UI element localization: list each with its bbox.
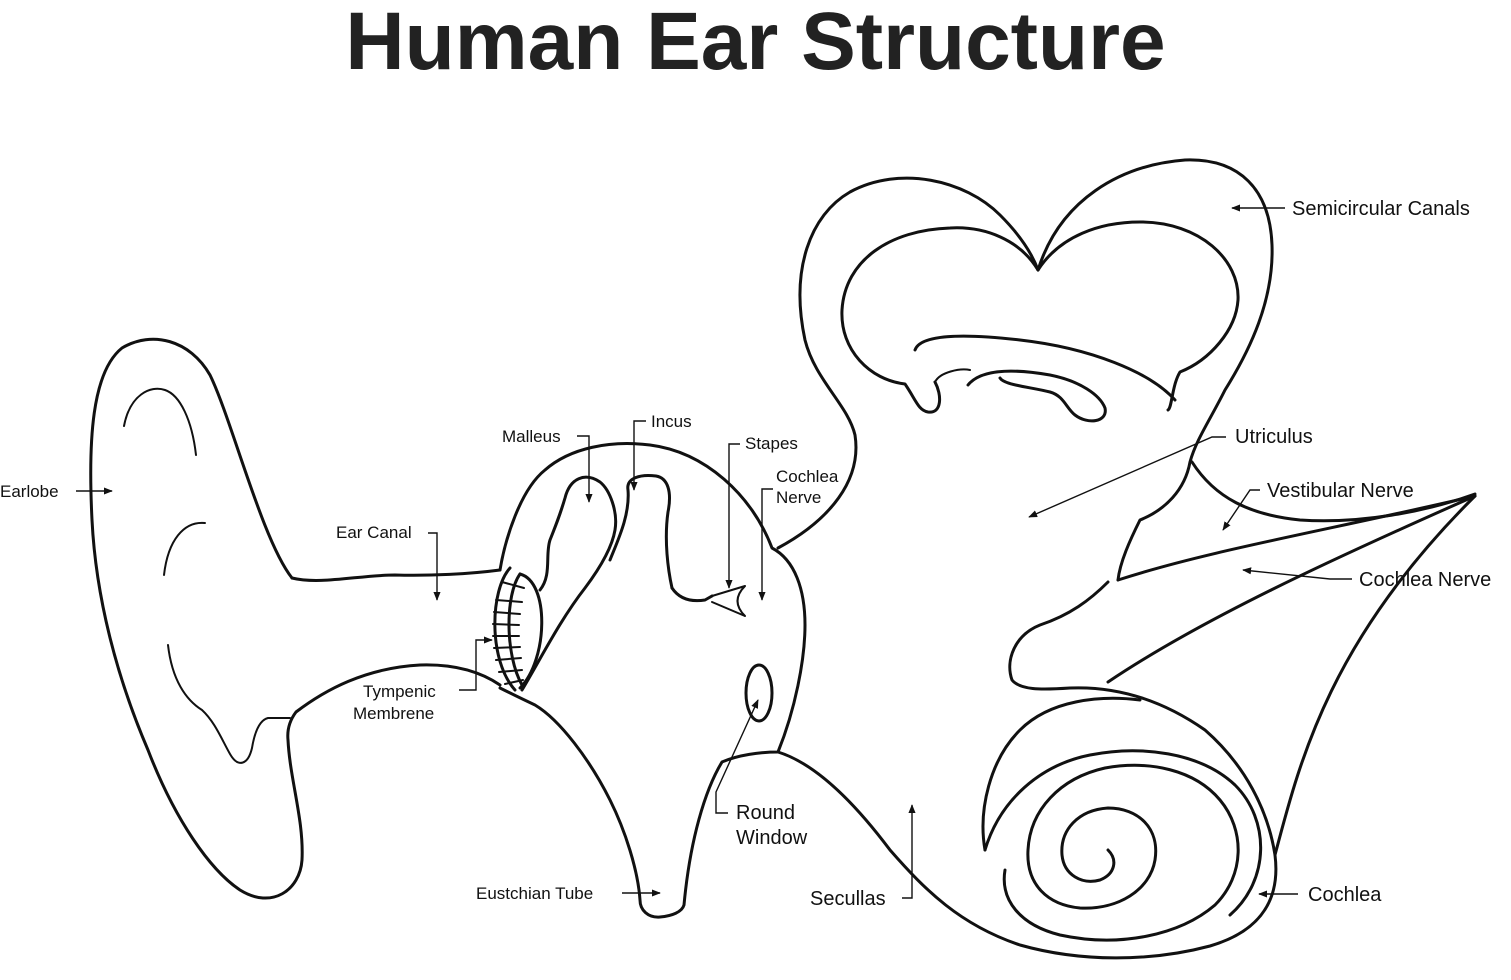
label-cochlea: Cochlea (1308, 884, 1382, 906)
label-malleus: Malleus (502, 427, 561, 446)
label-earlobe: Earlobe (0, 482, 59, 501)
label-cochlea-nerve-middle-line2: Nerve (776, 488, 821, 507)
label-stapes: Stapes (745, 434, 798, 453)
label-cochlea-nerve-middle-line1: Cochlea (776, 467, 839, 486)
malleus-leader (577, 435, 593, 503)
label-ear-canal: Ear Canal (336, 523, 412, 542)
label-tympenic-line1: Tympenic (363, 682, 436, 701)
label-cochlea-nerve: Cochlea Nerve (1359, 569, 1491, 591)
vestibular-leader (1222, 489, 1260, 531)
utriculus-leader (1028, 436, 1226, 518)
tympanic-ribs (492, 581, 525, 685)
seculias-leader (902, 804, 916, 899)
tympenic-leader (459, 636, 493, 691)
cochlea-nerve-leader (1242, 567, 1352, 580)
outer-ear-shape (89, 337, 502, 900)
stapes-leader (725, 443, 740, 589)
leader-lines (76, 204, 1352, 899)
diagram-title: Human Ear Structure (345, 0, 1166, 87)
ear-canal-leader (428, 532, 441, 601)
label-round-window-line1: Round (736, 802, 795, 824)
label-semicircular-canals: Semicircular Canals (1292, 198, 1470, 220)
labels: Earlobe Ear Canal Malleus Incus Stapes C… (0, 198, 1491, 910)
incus-leader (630, 420, 646, 491)
label-round-window-line2: Window (736, 827, 808, 849)
label-utriculus: Utriculus (1235, 426, 1313, 448)
inner-ear-shape (776, 158, 1477, 960)
label-incus: Incus (651, 412, 692, 431)
label-seculias: Secullas (810, 888, 886, 910)
label-eustchian-tube: Eustchian Tube (476, 884, 593, 903)
middle-ear-shape (492, 442, 807, 919)
cochlea-nerve-middle-leader (758, 488, 773, 601)
label-tympenic-line2: Membrene (353, 704, 434, 723)
round-window-leader (715, 699, 759, 814)
label-vestibular-nerve: Vestibular Nerve (1267, 480, 1414, 502)
